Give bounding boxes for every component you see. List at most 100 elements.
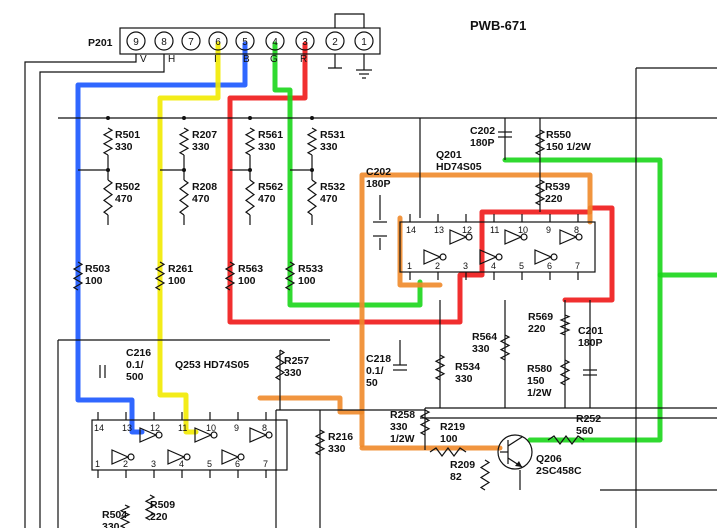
connector-pin-3 xyxy=(295,31,315,51)
label-r503: 100 xyxy=(85,275,103,287)
connector-label: P201 xyxy=(88,37,113,49)
capacitor-c202b-symbol xyxy=(373,221,387,237)
label-r509: R509 xyxy=(150,499,175,511)
label-r501: 330 xyxy=(115,141,133,153)
q201-pin-number: 14 xyxy=(406,225,416,235)
label-r257: 330 xyxy=(284,367,302,379)
resistor-r216 xyxy=(314,429,326,456)
label-r219: R219 xyxy=(440,421,465,433)
label-c202b: 180P xyxy=(366,178,391,190)
label-r207: R207 xyxy=(192,129,217,141)
label-c202a: 180P xyxy=(470,137,495,149)
q201-pin-number: 12 xyxy=(462,225,472,235)
resistor-r509 xyxy=(144,494,156,521)
q253-inverters xyxy=(111,427,273,465)
label-r539: 220 xyxy=(545,193,563,205)
wire-v xyxy=(24,54,137,528)
label-r502: R502 xyxy=(115,181,140,193)
q253-pin-number: 8 xyxy=(262,423,267,433)
label-r209: 82 xyxy=(450,471,462,483)
q253-pin-number: 7 xyxy=(263,459,268,469)
label-r261: R261 xyxy=(168,263,193,275)
junction-dot xyxy=(182,116,186,120)
label-q206: 2SC458C xyxy=(536,465,582,477)
net-orange-3 xyxy=(257,395,365,415)
label-r561: 330 xyxy=(258,141,276,153)
connector-signal-label: R xyxy=(300,54,307,65)
connector-pin-number: 8 xyxy=(161,37,167,48)
label-r503: R503 xyxy=(85,263,110,275)
connector-p201-body xyxy=(119,27,381,55)
q253-pin-number: 12 xyxy=(150,423,160,433)
label-r580: R580 xyxy=(527,363,552,375)
q253-pin-number: 10 xyxy=(206,423,216,433)
label-r563: R563 xyxy=(238,263,263,275)
label-r502: 470 xyxy=(115,193,133,205)
label-r261: 100 xyxy=(168,275,186,287)
connector-pin-7 xyxy=(181,31,201,51)
label-r258: R258 xyxy=(390,409,415,421)
connector-pin-4 xyxy=(265,31,285,51)
label-r219: 100 xyxy=(440,433,458,445)
resistor-r261 xyxy=(154,261,166,291)
label-r532: R532 xyxy=(320,181,345,193)
connector-signal-label: H xyxy=(168,54,175,65)
label-r501: R501 xyxy=(115,129,140,141)
label-c202b: C202 xyxy=(366,166,391,178)
label-r550: 150 1/2W xyxy=(546,141,591,153)
label-r258: 330 xyxy=(390,421,408,433)
board-label: PWB-671 xyxy=(470,18,526,33)
connector-signal-label: G xyxy=(270,54,278,65)
q253-pin-number: 5 xyxy=(207,459,212,469)
resistor-r580 xyxy=(559,359,571,386)
resistor-r532 xyxy=(306,179,318,216)
resistor-r550 xyxy=(534,129,546,156)
label-r509: 220 xyxy=(150,511,168,523)
wire-h xyxy=(39,54,165,528)
q201-pin-number: 1 xyxy=(407,261,412,271)
label-q206: Q206 xyxy=(536,453,562,465)
label-q253: Q253 HD74S05 xyxy=(175,359,249,371)
ground-2 xyxy=(328,54,342,69)
label-r208: R208 xyxy=(192,181,217,193)
label-r532: 470 xyxy=(320,193,338,205)
label-c201: 180P xyxy=(578,337,603,349)
connector-pin-8 xyxy=(154,31,174,51)
resistor-r539 xyxy=(534,179,546,206)
connector-pin-number: 3 xyxy=(302,37,308,48)
resistor-r257 xyxy=(274,349,286,381)
resistor-r564 xyxy=(499,334,511,361)
q253-pin-number: 1 xyxy=(95,459,100,469)
label-r562: R562 xyxy=(258,181,283,193)
connector-pin-number: 1 xyxy=(361,37,367,48)
label-c218: 0.1/ xyxy=(366,365,384,377)
junction-dot xyxy=(310,116,314,120)
label-r580: 1/2W xyxy=(527,387,552,399)
resistor-r503 xyxy=(72,261,84,291)
q253-pin-number: 3 xyxy=(151,459,156,469)
net-green xyxy=(272,41,423,308)
q253-pin-number: 2 xyxy=(123,459,128,469)
label-r561: R561 xyxy=(258,129,283,141)
capacitor-c218-symbol xyxy=(393,340,407,371)
resistor-r502 xyxy=(102,179,114,216)
label-c201: C201 xyxy=(578,325,603,337)
label-r533: 100 xyxy=(298,275,316,287)
connector-pin-6 xyxy=(208,31,228,51)
label-r534: 330 xyxy=(455,373,473,385)
label-r531: 330 xyxy=(320,141,338,153)
label-q201: HD74S05 xyxy=(436,161,482,173)
label-r257: R257 xyxy=(284,355,309,367)
resistor-r504 xyxy=(119,504,131,528)
q253-pin-number: 6 xyxy=(235,459,240,469)
label-r562: 470 xyxy=(258,193,276,205)
junction-dot xyxy=(106,116,110,120)
label-r504: R504 xyxy=(102,509,127,521)
q201-pin-number: 8 xyxy=(574,225,579,235)
resistor-r531 xyxy=(306,127,318,156)
connector-pin-number: 2 xyxy=(332,37,338,48)
ic-q253-body xyxy=(91,419,288,471)
label-r252: R252 xyxy=(576,413,601,425)
